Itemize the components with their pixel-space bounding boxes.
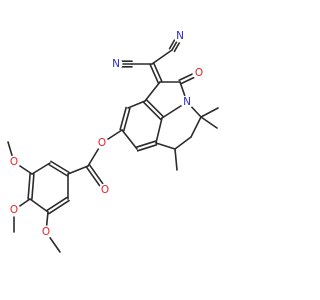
methoxy-oxygen-top-label: O <box>10 156 18 168</box>
bond-c3-me3a <box>200 107 219 118</box>
bond-r1-r2-b <box>48 163 68 177</box>
ketone-oxygen-label: O <box>195 67 203 79</box>
bond-c5a-c8b <box>155 117 163 144</box>
ring-nitrogen-label: N <box>183 96 191 108</box>
bond-c8a-c8 <box>127 100 146 109</box>
bond-r5-r6-a <box>48 199 70 215</box>
bond-r4-r5 <box>29 198 49 213</box>
methoxy-oxygen-middle-label: O <box>10 204 18 216</box>
bond-c8-c7-a <box>119 106 127 131</box>
ester-link-oxygen-backdrop <box>95 136 109 150</box>
bond-c8-c7-b <box>123 107 131 132</box>
bond-cdc-ct <box>151 49 173 65</box>
ring-nitrogen-backdrop <box>180 95 194 109</box>
methoxy-oxygen-middle-backdrop <box>7 203 21 217</box>
methoxy-oxygen-bottom-label: O <box>42 226 50 238</box>
ester-carbonyl-oxygen-label: O <box>101 184 109 196</box>
bond-c4-c3 <box>190 116 202 138</box>
nitrile-nitrogen-top-backdrop <box>173 29 187 43</box>
bond-c8b-c8a-b <box>142 101 162 121</box>
ester-carbonyl-oxygen-backdrop <box>98 183 112 197</box>
methoxy-oxygen-bottom-backdrop <box>39 225 53 239</box>
nitrile-nitrogen-left-label: N <box>112 58 120 70</box>
bond-c6-c5a-a <box>136 144 158 152</box>
bond-r3-r4-a <box>27 173 31 200</box>
bond-cdc-c1-a <box>149 63 160 84</box>
atom-label-layer: N N O N O O O O O <box>7 29 206 239</box>
bond-c5a-c5 <box>155 142 176 150</box>
bond-c5-me5 <box>174 148 178 171</box>
methoxy-oxygen-top-backdrop <box>7 155 21 169</box>
bond-ce-r1 <box>67 165 89 175</box>
nitrile-nitrogen-top-label: N <box>176 30 184 42</box>
ester-link-oxygen-label: O <box>98 137 106 149</box>
bond-c3-me3b <box>200 116 218 129</box>
bond-r2-r3 <box>31 162 51 175</box>
ketone-oxygen-backdrop <box>192 66 206 80</box>
bond-r1-r2-a <box>50 160 70 174</box>
bond-c7-c6 <box>121 129 138 150</box>
bond-r3-r4-b <box>31 173 35 200</box>
molecule-structure-diagram: N N O N O O O O O <box>7 29 219 253</box>
nitrile-nitrogen-left-backdrop <box>109 57 123 71</box>
bond-c5-c4 <box>174 136 192 150</box>
bond-c6-c5a-b <box>135 140 157 148</box>
bond-r5-r6-b <box>46 196 68 212</box>
bond-cdc-c1-b <box>152 62 163 83</box>
bond-c8a-c1 <box>144 81 161 102</box>
bond-c8b-c8a-a <box>145 98 165 118</box>
